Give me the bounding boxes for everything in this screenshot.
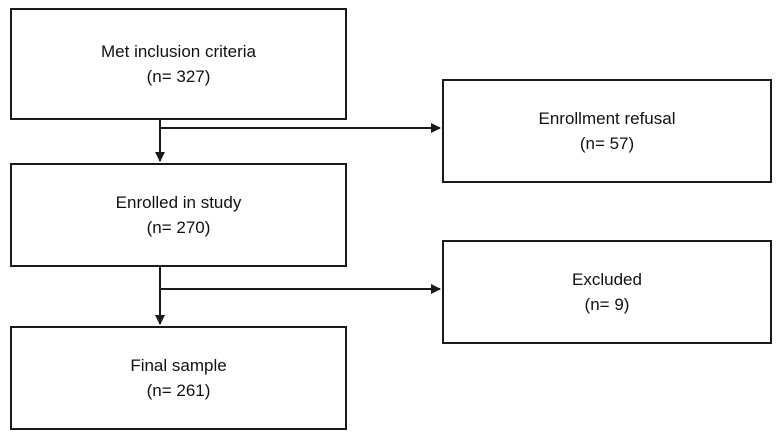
final-sample-label: Final sample [130,356,227,375]
enrollment-refusal-count: (n= 57) [579,134,635,153]
excluded-label: Excluded [572,270,642,289]
enrollment-refusal-box: Enrollment refusal (n= 57) [442,79,772,183]
enrolled-box: Enrolled in study (n= 270) [10,163,347,267]
enrolled-label: Enrolled in study [115,193,242,212]
final-sample-box: Final sample (n= 261) [10,326,347,430]
final-sample-count: (n= 261) [146,381,211,400]
excluded-box: Excluded (n= 9) [442,240,772,344]
met-inclusion-label: Met inclusion criteria [101,42,256,61]
met-inclusion-box: Met inclusion criteria (n= 327) [10,8,347,120]
met-inclusion-count: (n= 327) [146,67,211,86]
enrollment-refusal-label: Enrollment refusal [538,109,676,128]
excluded-count: (n= 9) [584,295,630,314]
enrolled-count: (n= 270) [146,218,211,237]
